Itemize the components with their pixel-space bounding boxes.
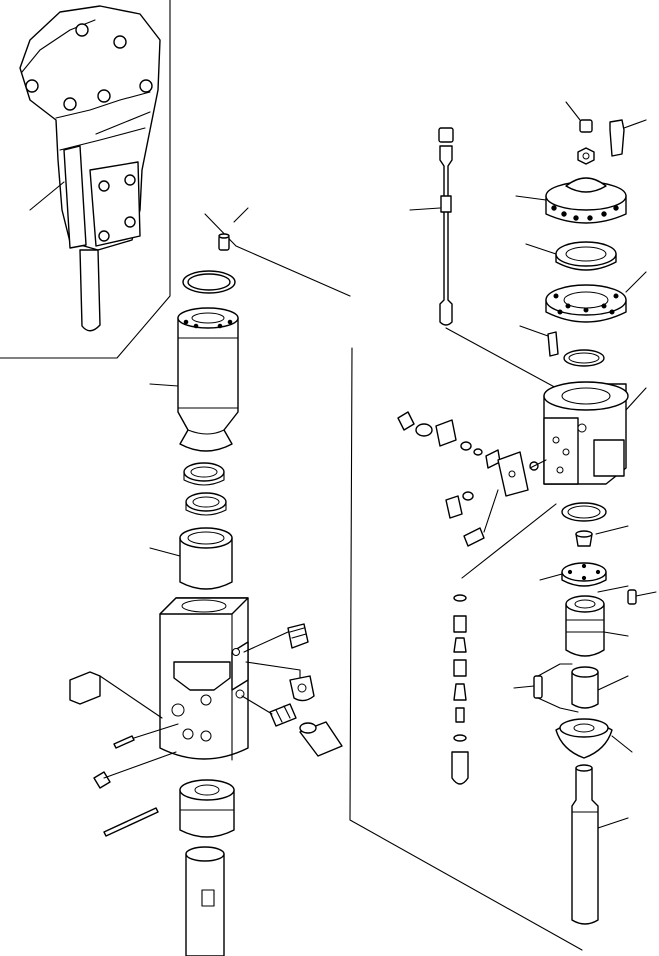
lock-pin: [299, 721, 343, 757]
valve-cover-ring: [545, 271, 647, 323]
rod-pin: [103, 807, 159, 837]
accumulator-bolt: [519, 325, 559, 357]
bolt-long: [609, 119, 647, 157]
pin-small: [113, 723, 179, 749]
leader-line: [233, 207, 249, 223]
bracket-front: [89, 161, 141, 247]
valve-plate: [539, 562, 607, 587]
piston: [571, 764, 629, 925]
chisel-tool: [185, 846, 225, 956]
small-plug: [218, 233, 230, 251]
bracket-chisel: [79, 249, 101, 332]
dowel-pin: [597, 585, 657, 605]
back-head: [515, 177, 627, 224]
pin-valve: [513, 663, 579, 713]
front-bushing: [179, 779, 235, 838]
mounting-bracket: [19, 5, 161, 332]
bolt-cap: [565, 101, 593, 133]
bracket-bolt: [113, 35, 127, 49]
bracket-bolt: [124, 216, 136, 228]
tie-rod: [409, 127, 561, 391]
bracket-bolt: [25, 79, 39, 93]
bracket-bolt: [124, 174, 136, 186]
plug: [243, 623, 309, 653]
leader-line: [349, 347, 583, 951]
through-bolt: [397, 411, 547, 497]
valve-plug: [241, 695, 297, 727]
rubber-ring: [525, 241, 617, 271]
cylinder: [149, 307, 239, 452]
bracket-side: [63, 145, 87, 249]
screw-bolt: [445, 489, 499, 547]
bushing-ring-upper: [183, 462, 225, 486]
valve-housing: [543, 381, 647, 485]
bracket-bolt: [98, 180, 110, 192]
inset-frame-line: [0, 0, 171, 359]
seal-ring: [182, 270, 236, 294]
bracket-bolt: [139, 79, 153, 93]
bracket-bolt: [75, 23, 89, 37]
valve-spool: [565, 595, 629, 657]
grease-nipple: [93, 751, 177, 789]
cushion-block: [245, 661, 315, 702]
front-head: [159, 597, 249, 761]
bracket-bolt: [97, 89, 111, 103]
check-valve-stack: [451, 503, 557, 785]
valve-sleeve: [571, 666, 629, 709]
o-ring-upper: [563, 349, 605, 367]
mounting-bracket-inset: [0, 0, 171, 359]
valve-plate-lower: [555, 718, 633, 759]
bracket-bolt: [98, 230, 110, 242]
valve-seat: [575, 525, 629, 547]
washer: [577, 147, 595, 165]
o-ring-lower: [561, 502, 607, 522]
bushing-ring-lower: [185, 492, 227, 516]
sleeve: [149, 527, 233, 590]
bracket-bolt: [63, 97, 77, 111]
side-cap: [69, 671, 163, 719]
leader-line: [204, 213, 351, 297]
